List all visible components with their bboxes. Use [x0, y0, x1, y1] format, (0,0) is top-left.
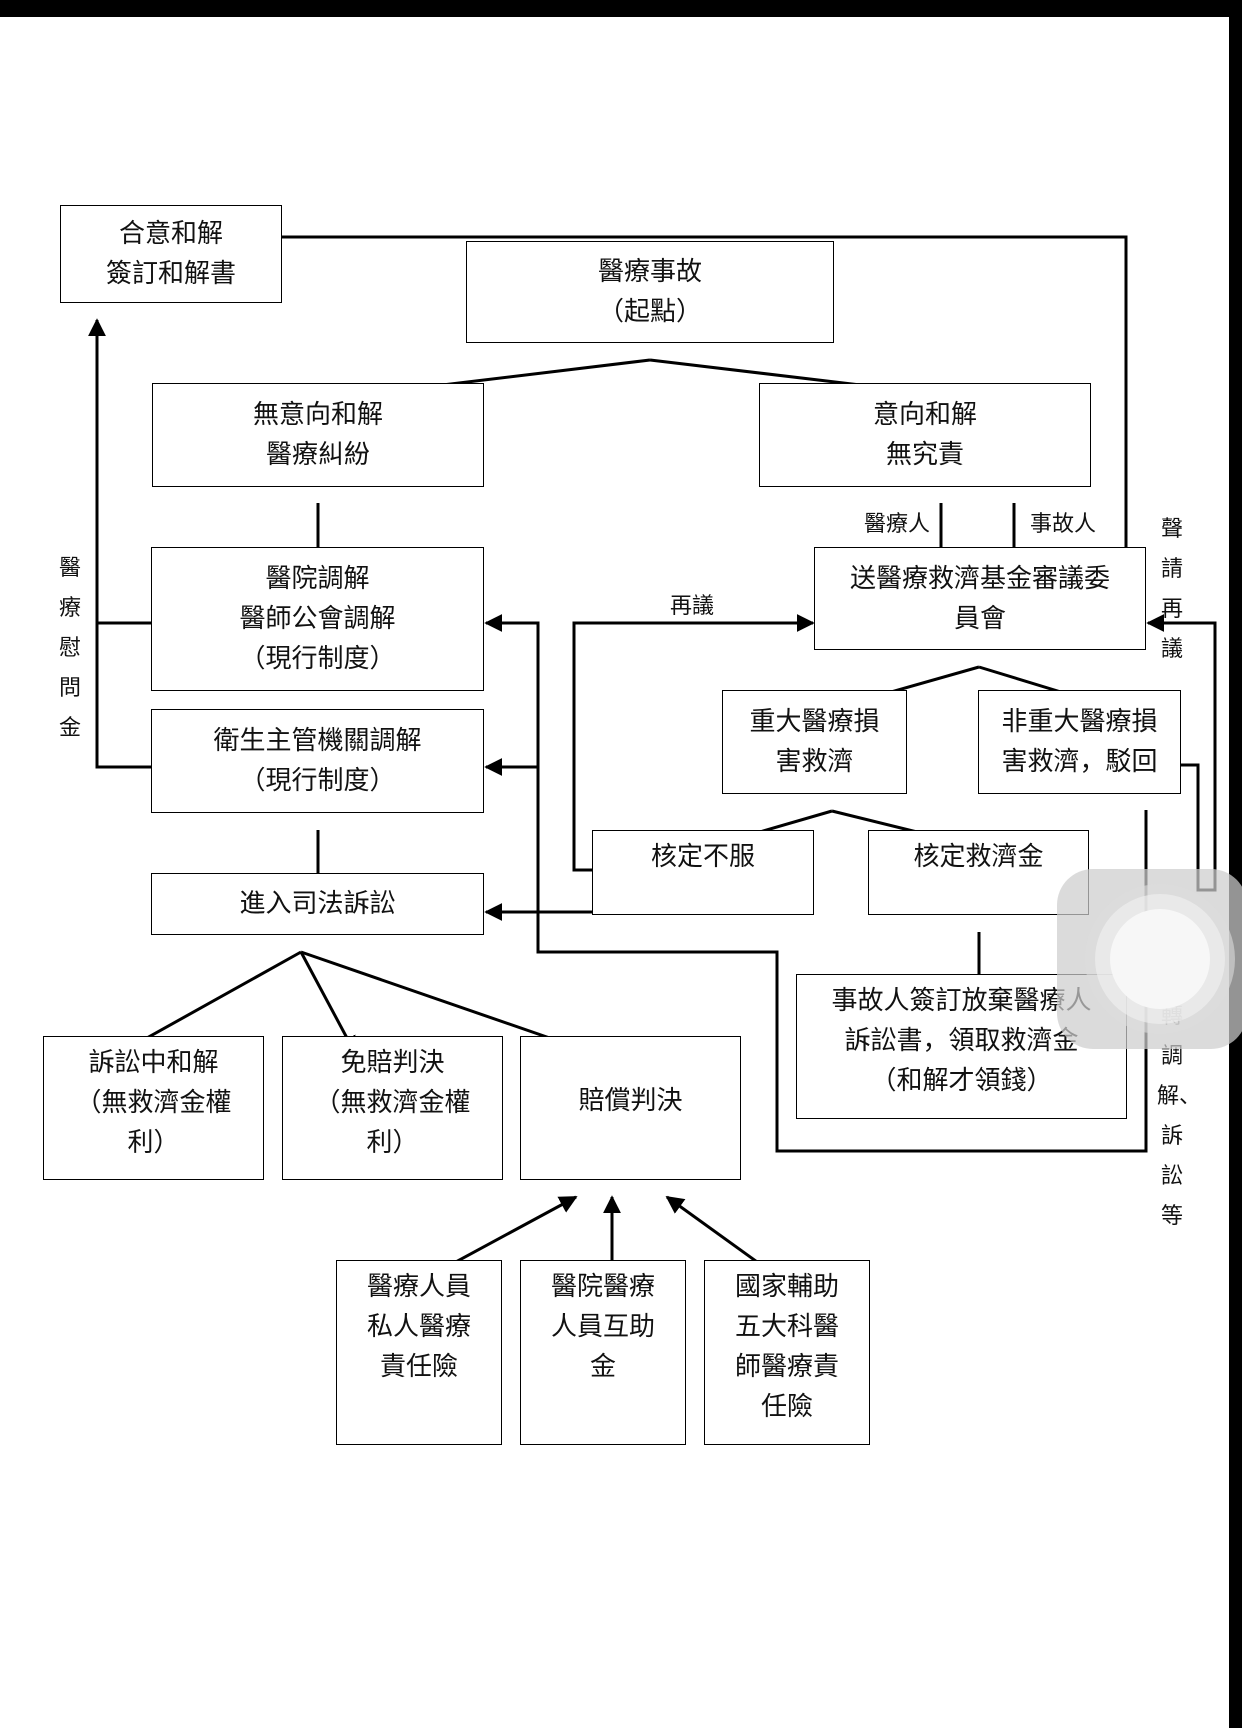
- node-exemption-judgment: 免賠判決 （無救濟金權 利）: [282, 1036, 503, 1180]
- node-hospital-mutual-fund: 醫院醫療 人員互助 金: [520, 1260, 686, 1445]
- node-private-insurance: 醫療人員 私人醫療 責任險: [336, 1260, 502, 1445]
- label-accident-party: 事故人: [1030, 512, 1097, 537]
- label-condolence-money: 醫療慰問金: [58, 556, 81, 741]
- edge-settlement-to-committee: [282, 235, 1135, 566]
- node-hospital-mediation: 醫院調解 醫師公會調解 （現行制度）: [151, 547, 484, 691]
- node-state-subsidized-insurance: 國家輔助 五大科醫 師醫療責 任險: [704, 1260, 870, 1445]
- edge-dispute-reconsideration: [572, 614, 815, 872]
- node-major-damage-relief: 重大醫療損 害救濟: [722, 690, 907, 794]
- assistive-touch-button[interactable]: [1057, 869, 1242, 1049]
- node-dispute-ruling: 核定不服: [592, 830, 814, 915]
- node-non-major-rejected: 非重大醫療損 害救濟，駁回: [978, 690, 1181, 794]
- node-medical-incident: 醫療事故 （起點）: [466, 241, 834, 343]
- label-medical-staff: 醫療人: [864, 512, 931, 537]
- node-judicial-litigation: 進入司法訴訟: [151, 873, 484, 935]
- edge-nonmajor-to-mediation: [484, 614, 1148, 1153]
- node-no-intent-settlement: 無意向和解 醫療糾紛: [152, 383, 484, 487]
- label-apply-reconsideration: 聲請再議: [1160, 517, 1183, 662]
- node-approved-relief: 核定救濟金: [868, 830, 1089, 915]
- node-health-authority-mediation: 衛生主管機關調解 （現行制度）: [151, 709, 484, 813]
- page: 合意和解 簽訂和解書 醫療事故 （起點） 無意向和解 醫療糾紛 意向和解 無究責…: [0, 17, 1242, 1728]
- node-fund-committee: 送醫療救濟基金審議委 員會: [814, 547, 1146, 650]
- assistive-touch-core: [1110, 909, 1210, 1009]
- node-compensation-judgment: 賠償判決: [520, 1036, 741, 1180]
- assistive-touch-ring: [1095, 894, 1225, 1024]
- node-intent-settlement: 意向和解 無究責: [759, 383, 1091, 487]
- node-settlement-in-litigation: 訴訟中和解 （無救濟金權 利）: [43, 1036, 264, 1180]
- edge-condolence-to-settlement: [88, 318, 151, 769]
- label-reconsideration: 再議: [670, 594, 715, 619]
- node-settlement-agreement: 合意和解 簽訂和解書: [60, 205, 282, 303]
